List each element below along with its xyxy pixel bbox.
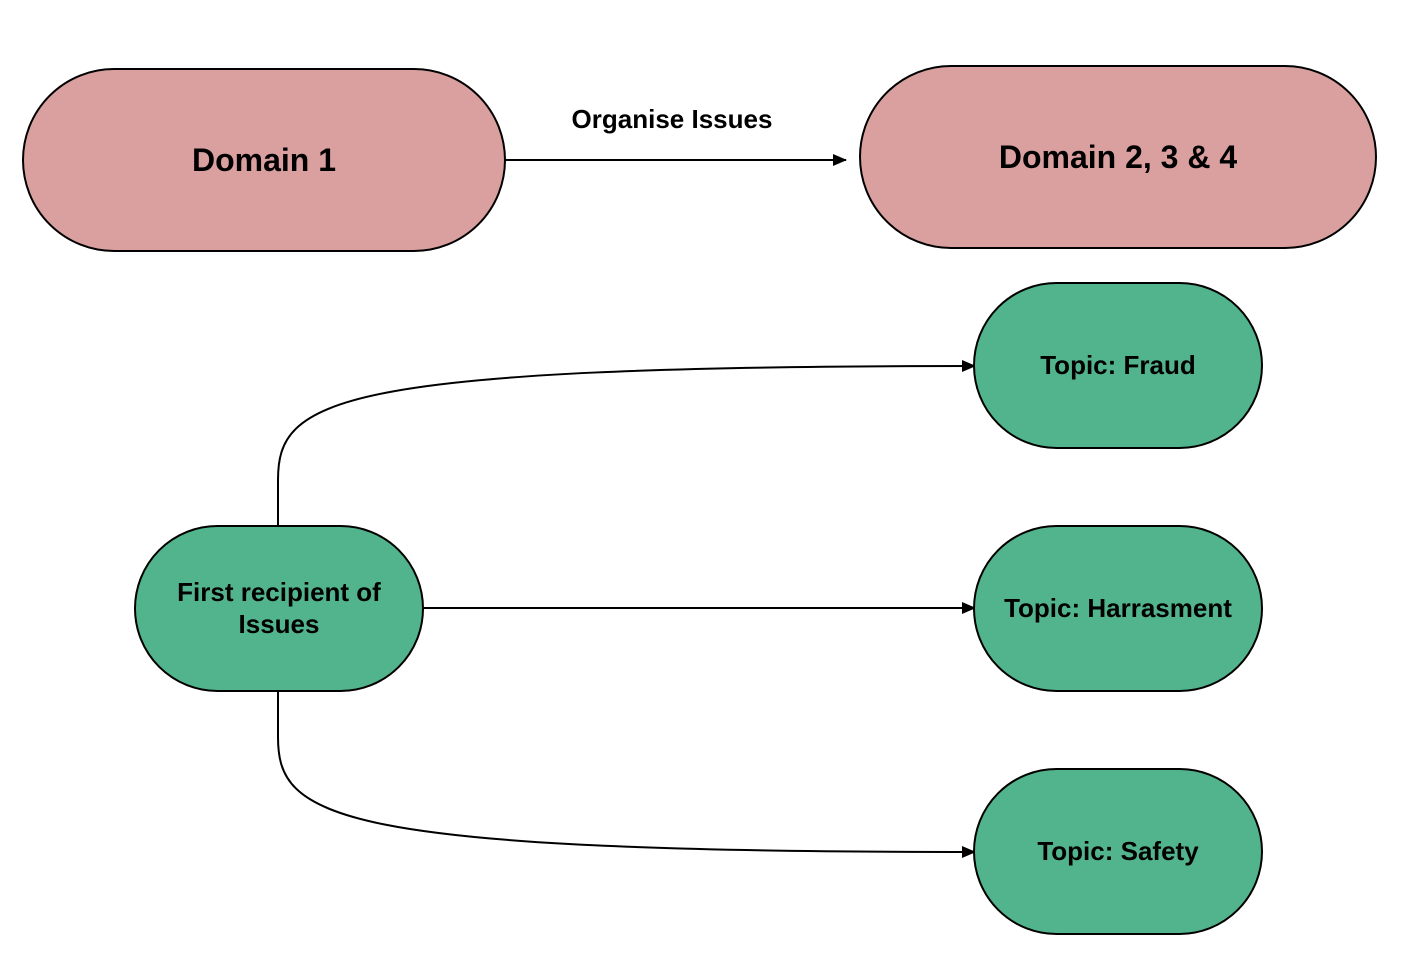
- topic-harassment-node[interactable]: Topic: Harrasment: [973, 525, 1263, 692]
- topic-safety-label: Topic: Safety: [1037, 835, 1199, 866]
- domain-1-label: Domain 1: [191, 141, 337, 178]
- edge-recipient-to-safety: [277, 692, 976, 858]
- first-recipient-label: First recipient of Issues: [177, 577, 381, 639]
- domain-2-3-4-node[interactable]: Domain 2, 3 & 4: [859, 65, 1377, 249]
- topic-fraud-node[interactable]: Topic: Fraud: [973, 282, 1263, 449]
- domain-2-3-4-label: Domain 2, 3 & 4: [998, 138, 1238, 175]
- edge-recipient-to-fraud: [277, 360, 976, 525]
- topic-fraud-label: Topic: Fraud: [1040, 349, 1196, 380]
- edge-label-organise-issues: Organise Issues: [571, 104, 773, 134]
- domain-1-node[interactable]: Domain 1: [22, 68, 506, 252]
- topic-harassment-label: Topic: Harrasment: [1004, 592, 1232, 623]
- topic-safety-node[interactable]: Topic: Safety: [973, 768, 1263, 935]
- first-recipient-node[interactable]: First recipient of Issues: [134, 525, 424, 692]
